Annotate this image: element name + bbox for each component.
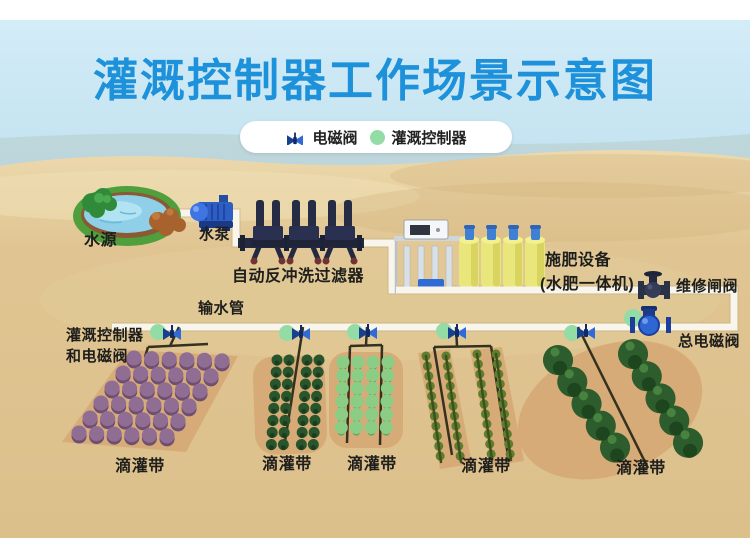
page-title: 灌溉控制器工作场景示意图 <box>92 55 657 106</box>
pipe-label: 输水管 <box>198 300 245 317</box>
water-pump <box>190 195 233 231</box>
fertilizer-station <box>394 219 545 294</box>
rocks <box>149 208 186 236</box>
solenoid-valve-icon <box>287 132 304 145</box>
controller-dot-icon <box>369 129 385 145</box>
bush <box>82 188 117 218</box>
drip-tape-label-2: 滴灌带 <box>262 456 312 473</box>
drip-tape-label-4: 滴灌带 <box>461 458 511 475</box>
field-tall-seedlings <box>421 349 516 467</box>
field-controller-label-line2: 和电磁阀 <box>66 348 129 365</box>
backwash-filter <box>238 200 364 265</box>
field-purple-crops <box>71 350 235 447</box>
fertilizer-label-line2: (水肥一体机) <box>540 276 635 293</box>
drip-tape-label-3: 滴灌带 <box>347 456 397 473</box>
field-controller-label-line1: 灌溉控制器 <box>66 327 144 344</box>
maintenance-gate-valve <box>638 271 670 299</box>
drip-tape-label-1: 滴灌带 <box>115 458 165 475</box>
main-solenoid-valve <box>624 306 671 336</box>
pond <box>73 186 186 246</box>
legend-valve-label: 电磁阀 <box>312 129 358 147</box>
field-bushy-green <box>543 339 705 467</box>
drip-tape-label-5: 滴灌带 <box>616 460 666 477</box>
maintenance-valve-label: 维修闸阀 <box>676 278 739 295</box>
main-valve-label: 总电磁阀 <box>678 333 741 350</box>
field-light-green-crops <box>334 355 395 448</box>
legend: 电磁阀 灌溉控制器 <box>240 121 512 153</box>
fertilizer-tanks <box>459 225 545 290</box>
branch-valves <box>150 323 595 341</box>
fertilizer-label-line1: 施肥设备 <box>545 252 612 269</box>
legend-item-valve: 电磁阀 <box>285 127 358 148</box>
field-dark-green-rows <box>265 354 325 456</box>
filter-label: 自动反冲洗过滤器 <box>232 268 365 285</box>
pump-label: 水泵 <box>199 226 231 243</box>
main-water-pipe <box>112 208 739 332</box>
water-source-label: 水源 <box>84 232 118 249</box>
legend-controller-label: 灌溉控制器 <box>391 129 467 147</box>
legend-item-controller: 灌溉控制器 <box>369 127 467 148</box>
